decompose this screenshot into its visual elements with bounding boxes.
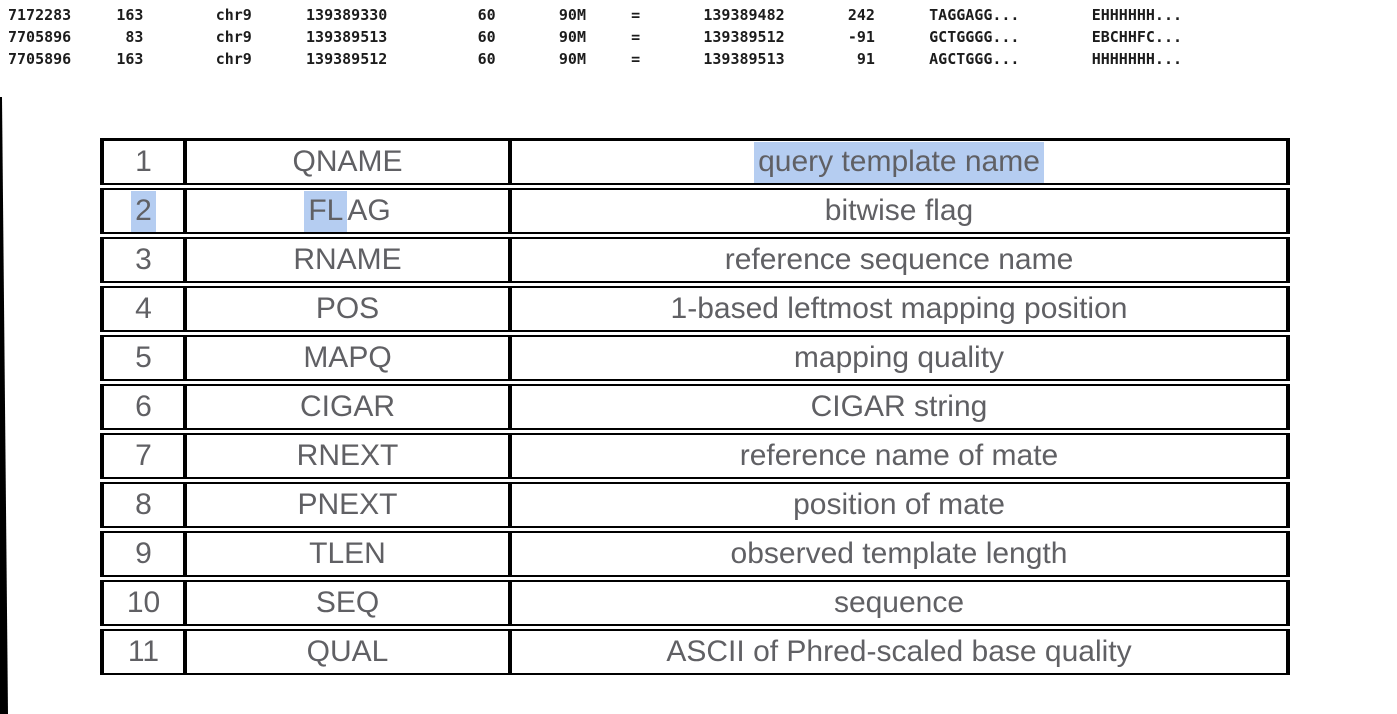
- field-name-cell: CIGAR: [185, 384, 510, 430]
- field-description-cell: 1-based leftmost mapping position: [510, 286, 1290, 332]
- table-row: 5 MAPQ mapping quality: [100, 335, 1290, 381]
- text-segment: 1: [135, 145, 152, 178]
- field-description-cell: ASCII of Phred-scaled base quality: [510, 629, 1290, 675]
- sam-records-block: 7172283 163 chr9 139389330 60 90M = 1393…: [8, 4, 1182, 70]
- text-segment: reference sequence name: [724, 243, 1074, 276]
- field-description-cell: bitwise flag: [510, 188, 1290, 234]
- field-description-cell: observed template length: [510, 531, 1290, 577]
- text-segment: reference name of mate: [739, 439, 1059, 472]
- field-name-cell: POS: [185, 286, 510, 332]
- text-segment: observed template length: [730, 537, 1068, 570]
- text-segment: 11: [127, 635, 160, 668]
- table-row: 6 CIGAR CIGAR string: [100, 384, 1290, 430]
- field-number-cell: 11: [100, 629, 185, 675]
- text-segment: 4: [135, 292, 152, 325]
- text-segment: QUAL: [306, 635, 389, 668]
- text-segment: sequence: [833, 586, 965, 619]
- text-segment: TLEN: [309, 537, 386, 570]
- field-name-cell: RNEXT: [185, 433, 510, 479]
- selection-highlight: 2: [131, 191, 156, 232]
- text-segment: RNAME: [293, 243, 402, 276]
- table-row: 7 RNEXT reference name of mate: [100, 433, 1290, 479]
- field-number-cell: 2: [100, 188, 185, 234]
- text-segment: 3: [135, 243, 152, 276]
- field-description-cell: sequence: [510, 580, 1290, 626]
- field-name-cell: SEQ: [185, 580, 510, 626]
- text-segment: PNEXT: [297, 488, 398, 521]
- field-number-cell: 7: [100, 433, 185, 479]
- table-row: 3 RNAME reference sequence name: [100, 237, 1290, 283]
- field-number-cell: 8: [100, 482, 185, 528]
- field-description-cell: reference name of mate: [510, 433, 1290, 479]
- field-name-cell: RNAME: [185, 237, 510, 283]
- field-number-cell: 10: [100, 580, 185, 626]
- text-segment: position of mate: [793, 488, 1005, 521]
- field-number-cell: 3: [100, 237, 185, 283]
- field-name-cell: QNAME: [185, 138, 510, 185]
- table-row: 11 QUAL ASCII of Phred-scaled base quali…: [100, 629, 1290, 675]
- left-edge-artifact: [0, 97, 8, 714]
- field-number-cell: 1: [100, 138, 185, 185]
- field-number-cell: 5: [100, 335, 185, 381]
- sam-record-line: 7172283 163 chr9 139389330 60 90M = 1393…: [8, 6, 1182, 24]
- text-segment: bitwise flag: [824, 194, 974, 227]
- field-description-cell: reference sequence name: [510, 237, 1290, 283]
- text-segment: CIGAR: [299, 390, 395, 423]
- sam-record-line: 7705896 163 chr9 139389512 60 90M = 1393…: [8, 50, 1182, 68]
- text-segment: POS: [315, 292, 380, 325]
- text-segment: 10: [126, 586, 161, 619]
- text-segment: AG: [347, 194, 391, 227]
- field-number-cell: 9: [100, 531, 185, 577]
- text-segment: SEQ: [315, 586, 380, 619]
- selection-highlight: query template name: [754, 142, 1044, 183]
- selection-highlight: FL: [304, 191, 348, 232]
- text-segment: 7: [135, 439, 152, 472]
- text-segment: RNEXT: [296, 439, 399, 472]
- text-segment: QNAME: [292, 145, 403, 178]
- text-segment: ASCII of Phred-scaled base quality: [666, 635, 1132, 668]
- text-segment: CIGAR string: [810, 390, 988, 423]
- field-number-cell: 4: [100, 286, 185, 332]
- field-name-cell: TLEN: [185, 531, 510, 577]
- table-row: 9 TLEN observed template length: [100, 531, 1290, 577]
- field-name-cell: MAPQ: [185, 335, 510, 381]
- field-description-cell: position of mate: [510, 482, 1290, 528]
- text-segment: 8: [135, 488, 152, 521]
- field-description-cell: CIGAR string: [510, 384, 1290, 430]
- table-row: 10 SEQ sequence: [100, 580, 1290, 626]
- field-description-cell: query template name: [510, 138, 1290, 185]
- text-segment: 6: [135, 390, 152, 423]
- table-row: 4 POS 1-based leftmost mapping position: [100, 286, 1290, 332]
- text-segment: 1-based leftmost mapping position: [670, 292, 1128, 325]
- table-row: 1 QNAME query template name: [100, 138, 1290, 185]
- field-name-cell: PNEXT: [185, 482, 510, 528]
- table-row: 8 PNEXT position of mate: [100, 482, 1290, 528]
- text-segment: 9: [135, 537, 152, 570]
- field-description-cell: mapping quality: [510, 335, 1290, 381]
- text-segment: 5: [135, 341, 152, 374]
- text-segment: mapping quality: [793, 341, 1005, 374]
- field-number-cell: 6: [100, 384, 185, 430]
- sam-record-line: 7705896 83 chr9 139389513 60 90M = 13938…: [8, 28, 1182, 46]
- field-name-cell: QUAL: [185, 629, 510, 675]
- text-segment: MAPQ: [303, 341, 392, 374]
